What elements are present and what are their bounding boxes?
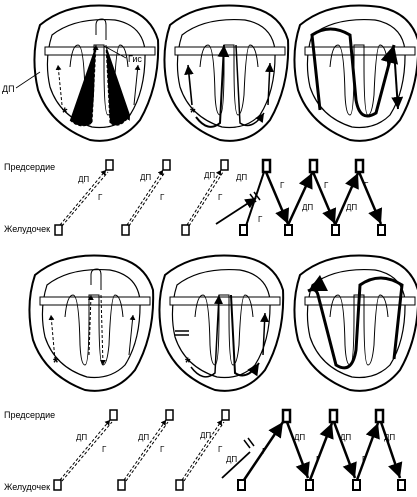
svg-text:ДП: ДП [346,203,357,212]
ventricle-label-2: Желудочек [4,482,50,492]
svg-text:Г: Г [98,193,103,202]
stimulus-star: * [53,354,59,370]
ladder-1-4: ДП Г Г ДП Г ДП Г [215,158,386,236]
svg-text:ДП: ДП [384,433,395,442]
svg-text:ДП: ДП [294,433,305,442]
svg-text:Г: Г [258,215,263,224]
svg-text:Г: Г [160,193,165,202]
his-label: Гис [128,54,142,64]
heart-2-1: * [28,254,155,392]
ladder-2-3: ДП Г [175,409,230,491]
stimulus-star: * [185,354,191,370]
heart-2-2: * [158,254,285,392]
svg-text:Г: Г [218,445,223,454]
svg-text:Г: Г [316,455,321,464]
svg-text:ДП: ДП [204,171,215,180]
svg-text:ДП: ДП [140,173,151,182]
svg-text:Г: Г [218,193,223,202]
ladder-2-2: ДП Г [117,409,174,491]
atrium-label-1: Предсердие [4,162,55,172]
svg-text:Г: Г [160,445,165,454]
ventricle-label-1: Желудочек [4,224,50,234]
ladder-1-1: ДП Г [54,159,114,236]
svg-text:Г: Г [362,455,367,464]
svg-text:Г: Г [324,181,329,190]
svg-text:Г: Г [280,181,285,190]
svg-text:ДП: ДП [200,431,211,440]
ladder-2-4: ДП Г ДП Г ДП Г ДП [221,408,406,491]
dp-leader [15,71,41,89]
svg-text:ДП: ДП [226,455,237,464]
svg-text:Г: Г [364,181,369,190]
svg-text:ДП: ДП [340,433,351,442]
ladder-2-1: ДП Г [53,409,118,491]
atrium-label-2: Предсердие [4,410,55,420]
svg-text:ДП: ДП [302,203,313,212]
his-leader [103,45,127,59]
svg-text:ДП: ДП [78,175,89,184]
svg-text:ДП: ДП [138,433,149,442]
stimulus-star: * [190,104,196,120]
svg-text:Г: Г [102,445,107,454]
heart-1-3 [293,4,417,142]
stimulus-star: * [62,104,68,120]
svg-text:ДП: ДП [76,433,87,442]
svg-text:ДП: ДП [236,173,247,182]
svg-text:Г: Г [262,447,267,456]
heart-1-1: * [33,4,160,142]
ladder-1-2: ДП Г [121,159,171,236]
ladder-1-3: ДП Г [181,159,229,236]
heart-2-3 [293,254,417,392]
heart-1-2: * [163,4,290,142]
dp-label: ДП [2,84,15,94]
